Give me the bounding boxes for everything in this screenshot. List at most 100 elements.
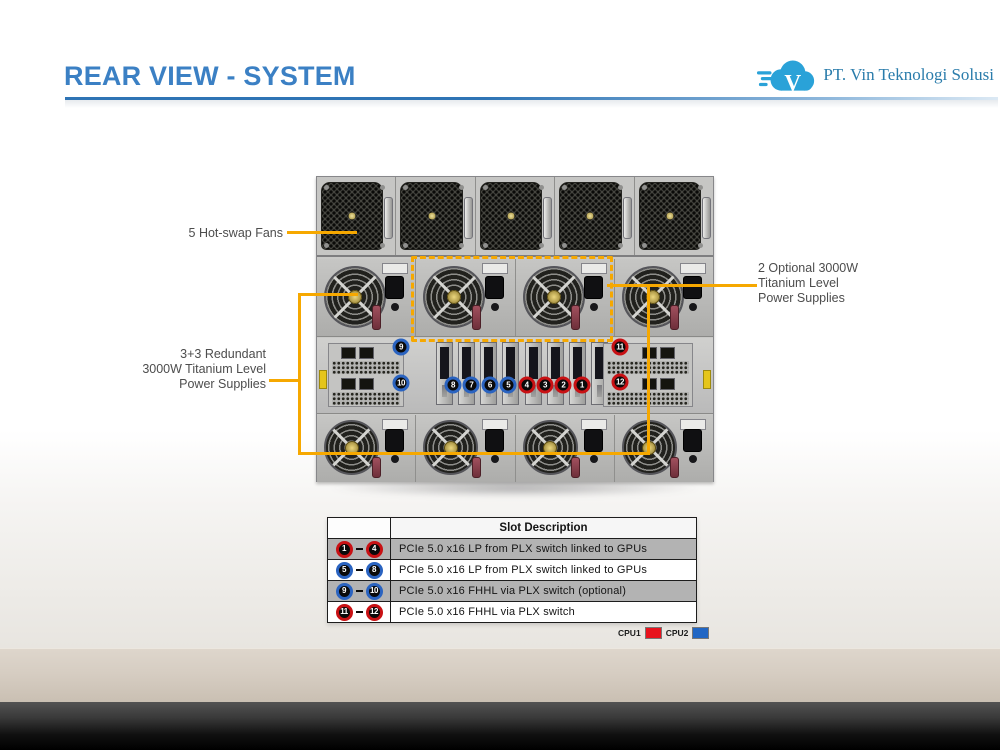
callout-line-left-vertical [298,293,301,455]
slot-badge-4: 4 [518,376,536,394]
range-dash-icon [355,610,363,614]
range-dash-icon [355,547,363,551]
cloud-v-icon: V [757,60,815,97]
psu-module [416,259,516,336]
psu-handle [670,457,679,478]
callout-fans-label: 5 Hot-swap Fans [188,226,283,240]
legend-label: CPU2 [665,628,689,638]
psu-module [614,259,713,336]
psu-fan-icon [522,266,585,328]
table-row: 5 8 PCIe 5.0 x16 LP from PLX switch link… [327,559,697,581]
psu-handle [372,457,382,478]
fan-module [634,177,714,255]
psu-row-top [317,259,713,337]
legend-label: CPU1 [618,628,641,638]
fan-latch [702,197,712,239]
table-row: 9 10 PCIe 5.0 x16 FHHL via PLX switch (o… [327,580,697,602]
psu-label [580,263,607,274]
slot-table: Slot Description 1 4 PCIe 5.0 x16 LP fro… [327,517,697,623]
ac-inlet [385,276,405,299]
legend-color-swatch [644,627,662,639]
slot-badge-1: 1 [573,376,591,394]
ac-inlet [484,429,504,452]
vent-grille [332,361,400,374]
psu-module [614,415,713,482]
fan-module [475,177,556,255]
pcie-card [458,342,476,405]
desk-band [0,648,1000,703]
io-module-left [328,343,404,407]
chassis-shadow [326,479,704,497]
slot-description: PCIe 5.0 x16 FHHL via PLX switch (option… [390,580,697,602]
header-rule [65,97,998,100]
pcie-card [502,342,520,405]
psu-fan-icon [423,420,479,475]
fan-latch [463,197,473,239]
ac-inlet [385,429,405,452]
callout-line-text: Power Supplies [179,377,266,391]
psu-label [680,263,706,274]
table-header: Slot Description [390,517,697,539]
callout-line-text: 3000W Titanium Level [142,362,266,376]
brand-logo: V PT. Vin Teknologi Solusi [756,56,994,98]
psu-switch [391,455,400,463]
table-row: 11 12 PCIe 5.0 x16 FHHL via PLX switch [327,601,697,623]
range-dash-icon [355,589,363,593]
psu-switch [490,455,499,463]
warning-sticker [319,370,327,389]
psu-module [317,415,417,482]
header-rule-shadow [65,100,998,108]
callout-line-text: 2 Optional 3000W [758,261,859,275]
psu-switch [589,455,598,463]
slot-badge-from: 11 [335,603,353,621]
psu-handle [670,305,679,330]
slot-badge-from: 9 [335,582,353,600]
psu-switch [689,455,697,463]
slot-badge-2: 2 [554,376,572,394]
slot-badge-from: 5 [335,561,353,579]
table-header-row: Slot Description [327,517,697,539]
slot-description: PCIe 5.0 x16 LP from PLX switch linked t… [390,538,697,560]
bottom-bar [0,702,1000,750]
callout-line-bottom-psu [298,452,650,455]
network-ports [329,375,403,390]
warning-sticker [703,370,711,389]
slot-badge-7: 7 [462,376,480,394]
rj45-port-icon [359,347,374,359]
psu-switch [689,303,697,311]
rj45-port-icon [341,378,356,390]
slot-badge-to: 12 [365,603,383,621]
table-row: 1 4 PCIe 5.0 x16 LP from PLX switch link… [327,538,697,560]
ac-inlet [683,429,702,452]
slot-description: PCIe 5.0 x16 LP from PLX switch linked t… [390,559,697,581]
brand-text: PT. Vin Teknologi Solusi [823,65,994,84]
network-ports [329,344,403,359]
optional-psu-highlight-box [411,256,613,342]
psu-module [515,415,615,482]
fan-hub [447,290,462,304]
slot-badge-3: 3 [536,376,554,394]
slot-badge-from: 1 [335,540,353,558]
psu-module [515,259,615,336]
psu-switch [391,303,400,311]
slot-badge-8: 8 [444,376,462,394]
table-body: 1 4 PCIe 5.0 x16 LP from PLX switch link… [327,538,697,623]
psu-handle [372,305,382,330]
io-row [317,338,713,414]
legend-color-swatch [692,627,710,639]
psu-handle [471,457,481,478]
slot-badge-9: 9 [392,338,410,356]
rj45-port-icon [660,378,675,390]
pcie-card [546,342,564,405]
fan-module [555,177,635,255]
pcie-card [480,342,498,405]
page-title: REAR VIEW - SYSTEM [64,61,356,91]
callout-line-fans [287,231,357,234]
psu-fan-icon [423,266,486,328]
fan-latch [384,197,394,239]
pcie-card [524,342,542,405]
